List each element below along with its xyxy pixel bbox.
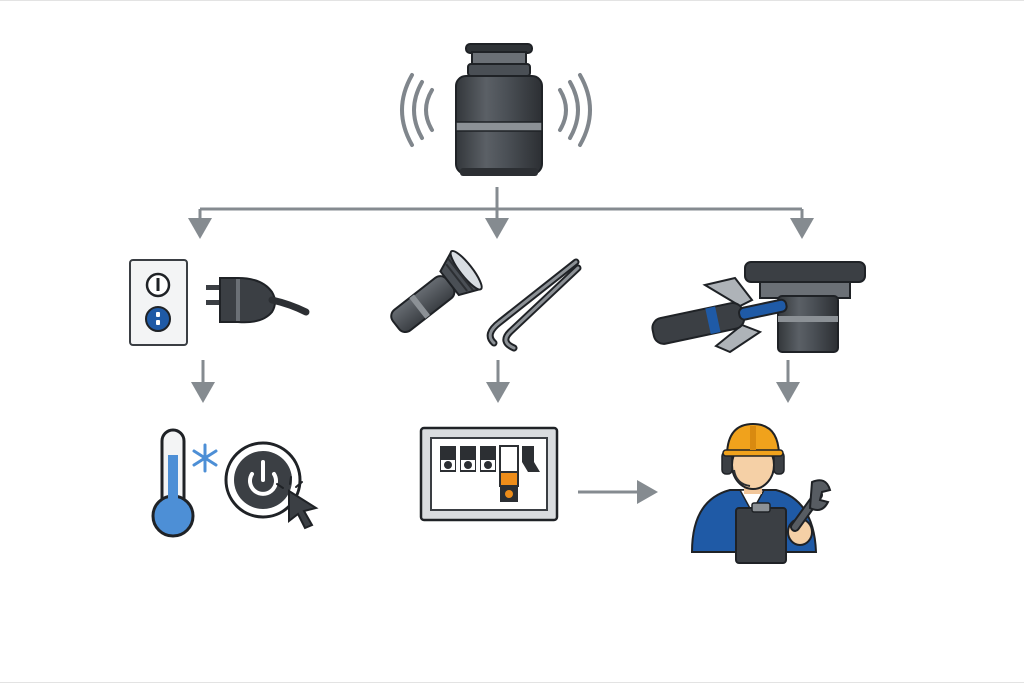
power-plug-icon xyxy=(206,277,310,324)
snowflake-icon xyxy=(192,443,218,473)
inspect-node xyxy=(390,249,582,352)
tongs-icon xyxy=(486,258,582,352)
reset-button-icon xyxy=(224,441,302,519)
hex-key-wrench-icon xyxy=(651,276,788,354)
technician-with-clipboard-icon xyxy=(690,422,818,564)
wall-outlet-icon xyxy=(129,259,188,346)
breaker-panel-icon xyxy=(419,426,559,522)
thermometer-cold-icon xyxy=(151,428,195,538)
unjam-node xyxy=(651,261,866,354)
breaker-switches xyxy=(440,445,540,502)
disposal-unit-icon xyxy=(744,261,866,353)
wrench-icon xyxy=(790,479,832,532)
garbage-disposal-humming-icon xyxy=(400,43,592,176)
cursor-pointer-icon xyxy=(276,476,319,530)
power-check-node xyxy=(129,259,310,346)
reset-node xyxy=(151,428,319,538)
flashlight-icon xyxy=(390,249,483,334)
connectors xyxy=(188,187,814,504)
top-border xyxy=(0,0,1024,1)
